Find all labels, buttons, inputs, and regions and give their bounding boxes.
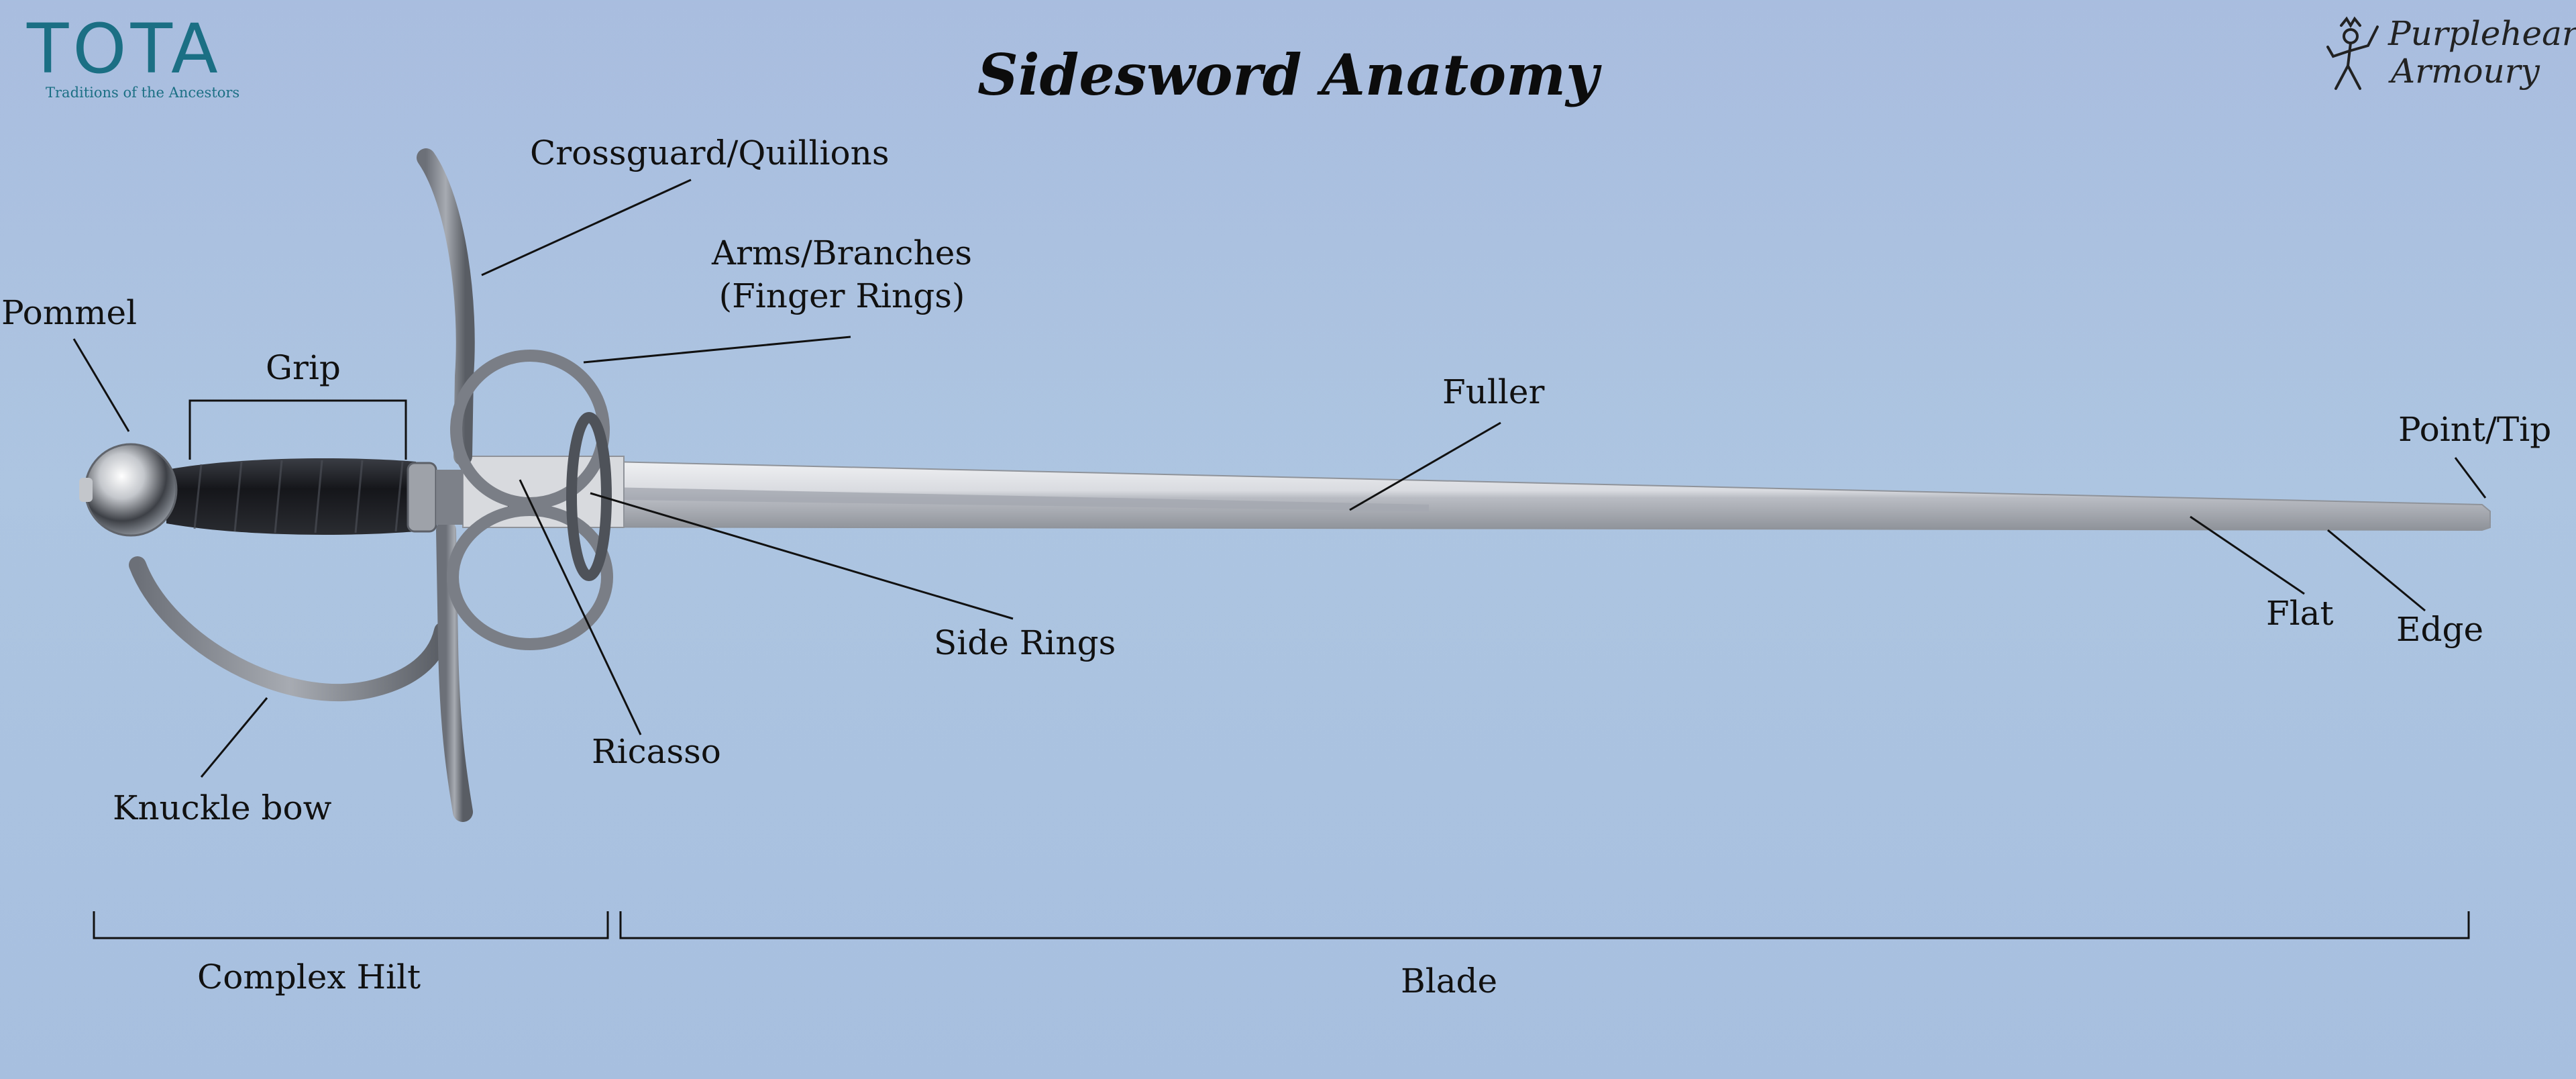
label-flat: Flat: [2266, 594, 2334, 633]
finger-ring-lower: [447, 504, 613, 650]
jester-icon: [2326, 16, 2379, 90]
label-arms-line2: (Finger Rings): [718, 276, 965, 315]
leader-fuller: [1349, 421, 1501, 511]
label-pommel: Pommel: [1, 293, 138, 332]
grip-shape: [166, 458, 416, 535]
bracket-complex-hilt: [93, 911, 609, 939]
label-arms: Arms/Branches (Finger Rings): [694, 232, 989, 317]
lower-quillon-shape: [436, 520, 473, 822]
bracket-blade: [619, 911, 2470, 939]
grip-collar: [407, 462, 437, 533]
leader-arms: [583, 336, 851, 364]
pommel-shape: [84, 443, 178, 537]
leader-edge: [2327, 529, 2426, 612]
label-arms-line1: Arms/Branches: [711, 234, 973, 272]
guard-block: [436, 470, 463, 525]
tota-logo: TOTA Traditions of the Ancestors: [27, 9, 239, 101]
label-knuckle-bow: Knuckle bow: [113, 788, 332, 827]
leader-pommel: [72, 338, 130, 432]
bracket-grip: [189, 399, 407, 460]
label-ricasso: Ricasso: [592, 732, 721, 771]
label-fuller: Fuller: [1442, 372, 1545, 411]
diagram-title: Sidesword Anatomy: [977, 42, 1599, 108]
tota-logo-tagline: Traditions of the Ancestors: [46, 85, 240, 101]
leader-point: [2454, 457, 2487, 499]
knuckle-bow-shape: [129, 556, 451, 702]
purpleheart-logo-line2: Armoury: [2391, 52, 2540, 91]
tota-logo-word: TOTA: [27, 9, 222, 89]
pommel-button: [79, 478, 93, 502]
fuller-groove: [483, 484, 1429, 511]
leader-crossguard: [481, 178, 692, 276]
label-side-rings: Side Rings: [934, 623, 1116, 662]
leader-ricasso: [519, 479, 642, 735]
label-complex-hilt: Complex Hilt: [197, 958, 421, 996]
label-crossguard: Crossguard/Quillions: [530, 134, 890, 172]
leader-knuckle-bow: [200, 697, 268, 778]
leader-side-rings: [590, 492, 1014, 620]
label-point: Point/Tip: [2398, 410, 2552, 449]
leader-flat: [2190, 515, 2305, 595]
label-blade: Blade: [1401, 962, 1498, 1000]
label-edge: Edge: [2396, 610, 2484, 649]
side-ring-shape: [566, 412, 612, 581]
purpleheart-logo-line1: Purpleheart: [2388, 14, 2576, 53]
upper-quillon-shape: [417, 148, 475, 466]
label-grip: Grip: [266, 348, 341, 387]
